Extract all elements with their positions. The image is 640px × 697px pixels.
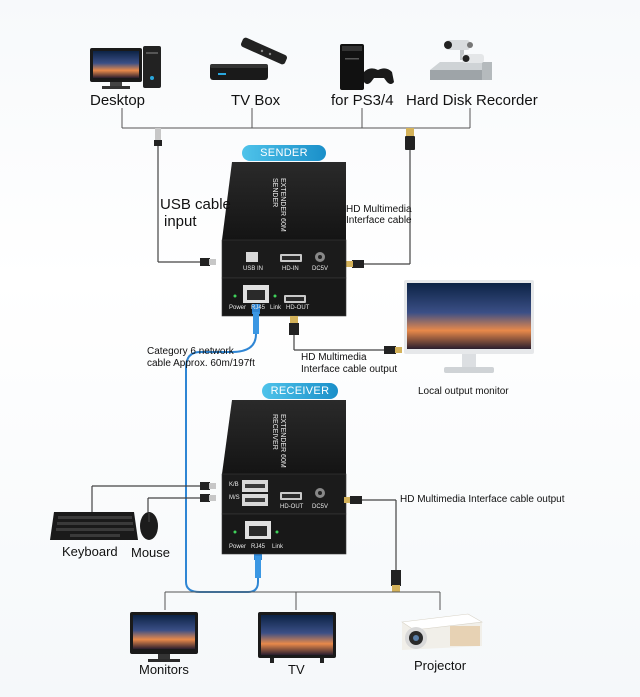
hd-cable-label-1: HD Multimedia (346, 204, 412, 215)
receiver-output-cable (344, 496, 401, 592)
usb-plugs-receiver (200, 482, 216, 502)
mouse-icon (140, 512, 158, 540)
ps-label: for PS3/4 (331, 92, 394, 109)
sender-port-hd-out: HD-OUT (286, 305, 310, 311)
tv-icon (258, 612, 336, 663)
receiver-device-name: EXTENDER 60M (279, 414, 286, 468)
ps-console-icon (340, 44, 394, 90)
receiver-port-ms: M/S (229, 495, 240, 501)
receiver-port-link: Link (272, 544, 284, 550)
hd-cable-label-2: Interface cable (346, 215, 412, 226)
sender-port-power: Power (229, 305, 247, 311)
sender-device (221, 162, 347, 317)
hard-disk-recorder-icon (430, 40, 492, 80)
sender-port-link: Link (270, 305, 282, 311)
sender-port-hd-in: HD-IN (282, 266, 299, 272)
sender-port-rj45: RJ45 (251, 305, 266, 311)
receiver-badge: RECEIVER (262, 383, 338, 399)
hard-disk-recorder-label: Hard Disk Recorder (406, 92, 538, 109)
hd-out-label-2: Interface cable output (301, 364, 398, 375)
keyboard-label: Keyboard (62, 544, 118, 559)
output-bus-lines (164, 591, 441, 610)
local-output-cable (289, 316, 402, 354)
projector-label: Projector (414, 658, 467, 673)
sender-device-name: EXTENDER 60M (279, 178, 286, 232)
keyboard-mouse-cables (91, 485, 200, 512)
usb-cable (154, 128, 216, 266)
receiver-hd-out-label: HD Multimedia Interface cable output (400, 494, 565, 505)
sender-port-usb-in: USB IN (243, 266, 264, 272)
projector-icon (401, 613, 483, 650)
receiver-port-rj45: RJ45 (251, 544, 266, 550)
hd-input-cable (346, 128, 415, 268)
sender-port-dc5v: DC5V (312, 266, 329, 272)
receiver-device-print: EXTENDER 60M RECEIVER (271, 414, 290, 472)
receiver-port-hd-out: HD-OUT (280, 504, 304, 510)
tv-box-label: TV Box (231, 92, 281, 109)
cat6-label-2: cable Approx. 60m/197ft (147, 358, 255, 369)
keyboard-icon (50, 512, 138, 540)
desktop-label: Desktop (90, 92, 146, 109)
source-bus-lines (121, 108, 471, 129)
sender-device-sub: SENDER (271, 178, 278, 208)
desktop-icon (90, 46, 161, 89)
tv-box-icon (210, 37, 287, 80)
monitors-label: Monitors (139, 662, 189, 677)
sender-device-print: EXTENDER 60M SENDER (271, 178, 290, 236)
receiver-device-sub: RECEIVER (271, 414, 278, 450)
receiver-device (221, 400, 347, 555)
tv-label: TV (288, 662, 305, 677)
hd-out-label-1: HD Multimedia (301, 352, 367, 363)
sender-badge: SENDER (242, 145, 326, 161)
local-monitor-icon (404, 280, 534, 373)
usb-input-label: input (164, 213, 197, 230)
mouse-label: Mouse (131, 545, 171, 560)
receiver-port-kb: K/B (229, 482, 239, 488)
receiver-port-power: Power (229, 544, 247, 550)
cat6-label-1: Category 6 network (147, 346, 234, 357)
local-monitor-label: Local output monitor (418, 386, 509, 397)
monitors-icon (130, 612, 198, 662)
usb-cable-label: USB cable (160, 196, 231, 213)
receiver-port-dc5v: DC5V (312, 504, 329, 510)
